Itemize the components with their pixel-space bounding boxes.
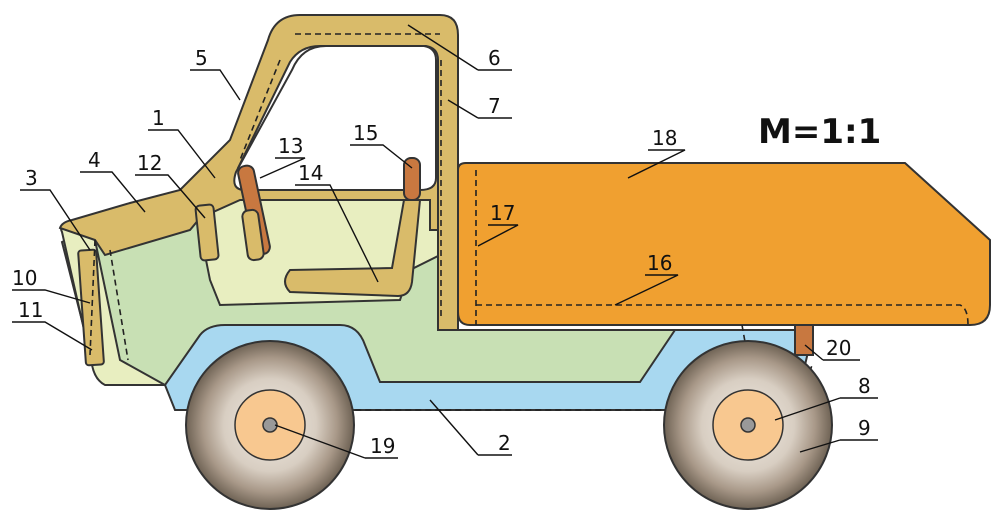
- label-part-16: 16: [647, 251, 672, 275]
- part-number-labels: 1 2 3 4 5 6 7 8 9 10 11 12 13 14 15 16 1…: [12, 46, 871, 458]
- front-post: [77, 248, 105, 367]
- label-part-17: 17: [490, 201, 515, 225]
- label-part-14: 14: [298, 161, 323, 185]
- label-part-15: 15: [353, 121, 378, 145]
- label-part-3: 3: [25, 166, 38, 190]
- label-part-12: 12: [137, 151, 162, 175]
- seat-frame-bar: [284, 199, 422, 298]
- scale-label: M=1:1: [758, 112, 881, 152]
- label-part-1: 1: [152, 106, 165, 130]
- label-part-8: 8: [858, 374, 871, 398]
- label-part-20: 20: [826, 336, 851, 360]
- label-part-5: 5: [195, 46, 208, 70]
- label-part-11: 11: [18, 298, 43, 322]
- hidden-line-frame: [89, 33, 442, 361]
- truck-bed: [457, 162, 991, 326]
- hidden-line-bed-floor: [475, 170, 969, 326]
- front-wheel: [185, 340, 355, 510]
- leader-lines: [12, 24, 878, 459]
- bed-mount: [794, 324, 814, 356]
- label-part-6: 6: [488, 46, 501, 70]
- label-part-18: 18: [652, 126, 677, 150]
- seat-support: [241, 208, 265, 262]
- rear-wheel: [663, 340, 833, 510]
- window-opening: [233, 45, 437, 191]
- label-part-13: 13: [278, 134, 303, 158]
- front-brace: [194, 203, 220, 262]
- label-part-19: 19: [370, 434, 395, 458]
- label-part-9: 9: [858, 416, 871, 440]
- label-part-2: 2: [498, 431, 511, 455]
- label-part-7: 7: [488, 94, 501, 118]
- label-part-4: 4: [88, 148, 101, 172]
- label-part-10: 10: [12, 266, 37, 290]
